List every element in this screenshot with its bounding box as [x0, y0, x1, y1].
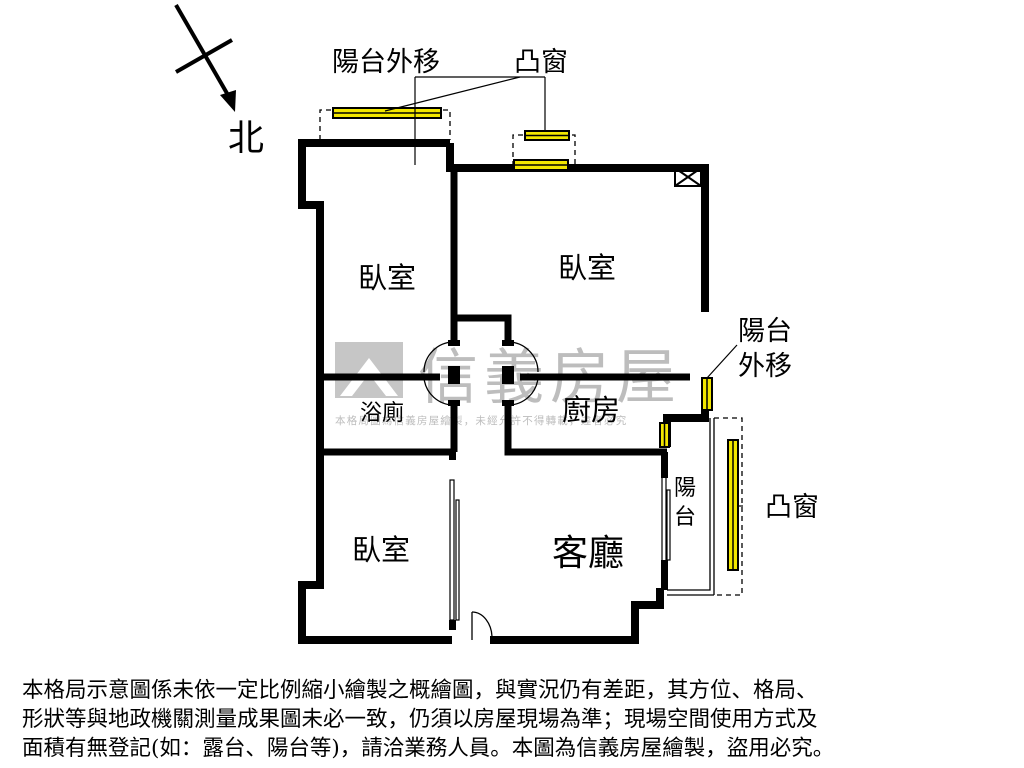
door-jambs: [448, 340, 514, 406]
room-balcony-2: 台: [674, 505, 696, 530]
room-living-room: 客廳: [552, 533, 624, 574]
disclaimer-line-2: 形狀等與地政機關測量成果圖未必一致，仍須以房屋現場為準；現場空間使用方式及: [22, 707, 818, 732]
balcony-moved-right-label-1: 陽台: [738, 316, 792, 347]
balcony-moved-right-label-2: 外移: [738, 351, 792, 382]
room-kitchen: 廚房: [562, 393, 620, 427]
bay-window-right-label: 凸窗: [765, 492, 819, 523]
watermark-logo: [335, 342, 403, 398]
callout-lines: [384, 76, 743, 507]
room-bedroom-top-right: 臥室: [558, 251, 616, 285]
duct-box: [674, 167, 702, 187]
balcony-moved-top-label: 陽台外移: [332, 47, 440, 78]
bay-window-top-label: 凸窗: [514, 47, 568, 78]
room-bedroom-bottom: 臥室: [352, 533, 410, 567]
disclaimer-line-1: 本格局示意圖係未依一定比例縮小繪製之概繪圖，與實況仍有差距，其方位、格局、: [22, 678, 818, 703]
floor-plan: 北 信義房屋 本格局圖為信義房屋繪製，未經允許不得轉載，違者必究: [174, 4, 819, 644]
north-label: 北: [228, 118, 264, 159]
interior-walls: [320, 172, 690, 456]
disclaimer-line-3: 面積有無登記(如：露台、陽台等)，請洽業務人員。本圖為信義房屋繪製，盜用必究。: [22, 736, 835, 761]
balcony-outline: [667, 418, 715, 596]
partition-caps: [449, 452, 668, 630]
north-arrow-icon: [174, 4, 236, 112]
disclaimer: 本格局示意圖係未依一定比例縮小繪製之概繪圖，與實況仍有差距，其方位、格局、 形狀…: [22, 676, 1007, 763]
room-balcony-1: 陽: [674, 476, 696, 501]
watermark-notice: 本格局圖為信義房屋繪製，未經允許不得轉載，違者必究: [335, 414, 628, 427]
room-bathroom: 浴廁: [360, 401, 404, 426]
room-bedroom-top-left: 臥室: [358, 261, 416, 295]
